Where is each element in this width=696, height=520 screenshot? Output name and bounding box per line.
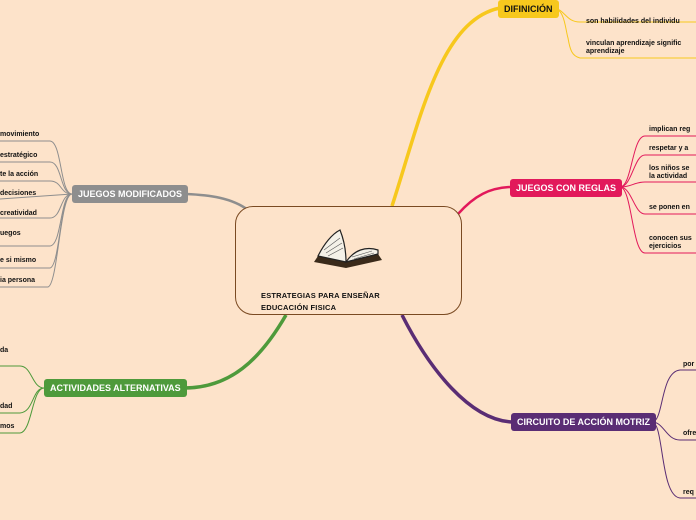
subtopic-reglas-3[interactable]: los niños se bbox=[649, 165, 689, 173]
subtopic-definicion-2[interactable]: vinculan aprendizaje signific bbox=[586, 40, 681, 48]
subtopic-reglas-1[interactable]: implican reg bbox=[649, 126, 690, 134]
connector-definicion bbox=[392, 8, 500, 206]
subtopic-reglas-3b: la actividad bbox=[649, 173, 687, 181]
subtopic-actividades-3[interactable]: mos bbox=[0, 423, 14, 431]
subtopic-reglas-5[interactable]: conocen sus bbox=[649, 235, 692, 243]
subtopic-modificados-6[interactable]: uegos bbox=[0, 230, 21, 238]
subtopic-reglas-5b: ejercicios bbox=[649, 243, 681, 251]
connector-circuito bbox=[402, 315, 512, 422]
subtopic-modificados-8[interactable]: ia persona bbox=[0, 277, 35, 285]
subtopic-circuito-1[interactable]: por bbox=[683, 361, 694, 369]
central-topic-line-2: EDUCACIÓN FISICA bbox=[261, 302, 431, 314]
subtopic-circuito-3[interactable]: req bbox=[683, 489, 694, 497]
topic-circuito-accion-motriz[interactable]: CIRCUITO DE ACCIÓN MOTRIZ bbox=[511, 413, 656, 431]
central-topic-title: ESTRATEGIAS PARA ENSEÑAR EDUCACIÓN FISIC… bbox=[261, 290, 431, 314]
topic-definicion[interactable]: DIFINICIÓN bbox=[498, 0, 559, 18]
open-book-icon bbox=[310, 226, 386, 272]
subtopic-modificados-5[interactable]: creatividad bbox=[0, 210, 37, 218]
subtopic-reglas-4[interactable]: se ponen en bbox=[649, 204, 690, 212]
connector-juegos-reglas bbox=[458, 187, 510, 214]
topic-actividades-alternativas[interactable]: ACTIVIDADES ALTERNATIVAS bbox=[44, 379, 187, 397]
subtopic-circuito-2[interactable]: ofre bbox=[683, 430, 696, 438]
subtopic-reglas-2[interactable]: respetar y a bbox=[649, 145, 688, 153]
connector-juegos-modificados bbox=[186, 194, 248, 210]
topic-juegos-con-reglas[interactable]: JUEGOS CON REGLAS bbox=[510, 179, 622, 197]
central-topic-line-1: ESTRATEGIAS PARA ENSEÑAR bbox=[261, 290, 431, 302]
subtopic-modificados-4[interactable]: decisiones bbox=[0, 190, 36, 198]
subtopic-modificados-3[interactable]: te la acción bbox=[0, 171, 38, 179]
subtopic-modificados-2[interactable]: estratégico bbox=[0, 152, 37, 160]
subtopic-actividades-2[interactable]: dad bbox=[0, 403, 12, 411]
subtopic-actividades-1[interactable]: da bbox=[0, 347, 8, 355]
connector-actividades bbox=[184, 315, 286, 388]
topic-juegos-modificados[interactable]: JUEGOS MODIFICADOS bbox=[72, 185, 188, 203]
subtopic-modificados-7[interactable]: e si mismo bbox=[0, 257, 36, 265]
subtopic-definicion-2b: aprendizaje bbox=[586, 48, 625, 56]
subtopic-modificados-1[interactable]: movimiento bbox=[0, 131, 39, 139]
subtopic-definicion-1[interactable]: son habilidades del individu bbox=[586, 18, 680, 26]
